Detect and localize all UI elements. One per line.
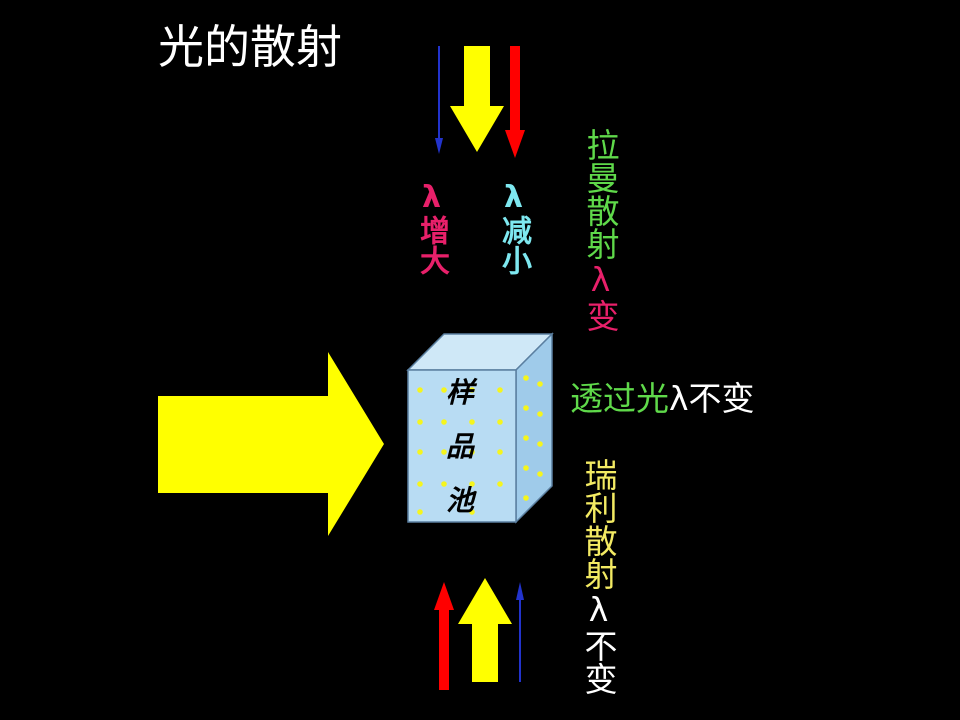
rayleigh-label-text: 瑞利散射	[579, 458, 618, 590]
red-arrowhead-top	[505, 130, 525, 158]
lambda-decrease-label: λ减小	[498, 180, 528, 275]
cell-label-char-3: 池	[446, 484, 477, 517]
yellow-arrow-top	[450, 46, 504, 152]
page-title: 光的散射	[158, 24, 342, 70]
red-arrow-top-shaft	[510, 46, 520, 132]
rayleigh-scattering-label: 瑞利散射λ不变	[582, 458, 615, 695]
raman-scattering-label: 拉曼散射λ变	[584, 128, 617, 332]
lambda-increase-label: λ增大	[416, 180, 446, 275]
red-arrow-bottom-shaft	[439, 608, 449, 690]
cell-label-char-2: 品	[446, 430, 476, 463]
yellow-arrow-bottom	[458, 578, 512, 682]
incident-light-arrow	[158, 352, 384, 536]
blue-arrowhead-top	[435, 138, 443, 154]
rayleigh-lambda-unchanged: λ不变	[579, 590, 618, 695]
transmitted-label-text: 透过光	[570, 379, 669, 418]
cell-label-char-1: 样	[446, 376, 478, 409]
top-scattered-arrows	[435, 46, 525, 158]
sample-cell: 样 品 池	[408, 334, 552, 522]
transmitted-lambda-unchanged: λ不变	[669, 379, 755, 418]
transmitted-light-label: 透过光λ不变	[570, 382, 755, 415]
blue-arrowhead-bottom	[516, 582, 524, 600]
red-arrowhead-bottom	[434, 582, 454, 610]
raman-lambda-change: λ变	[581, 260, 620, 332]
raman-label-text: 拉曼散射	[581, 128, 620, 260]
bottom-scattered-arrows	[434, 578, 524, 690]
